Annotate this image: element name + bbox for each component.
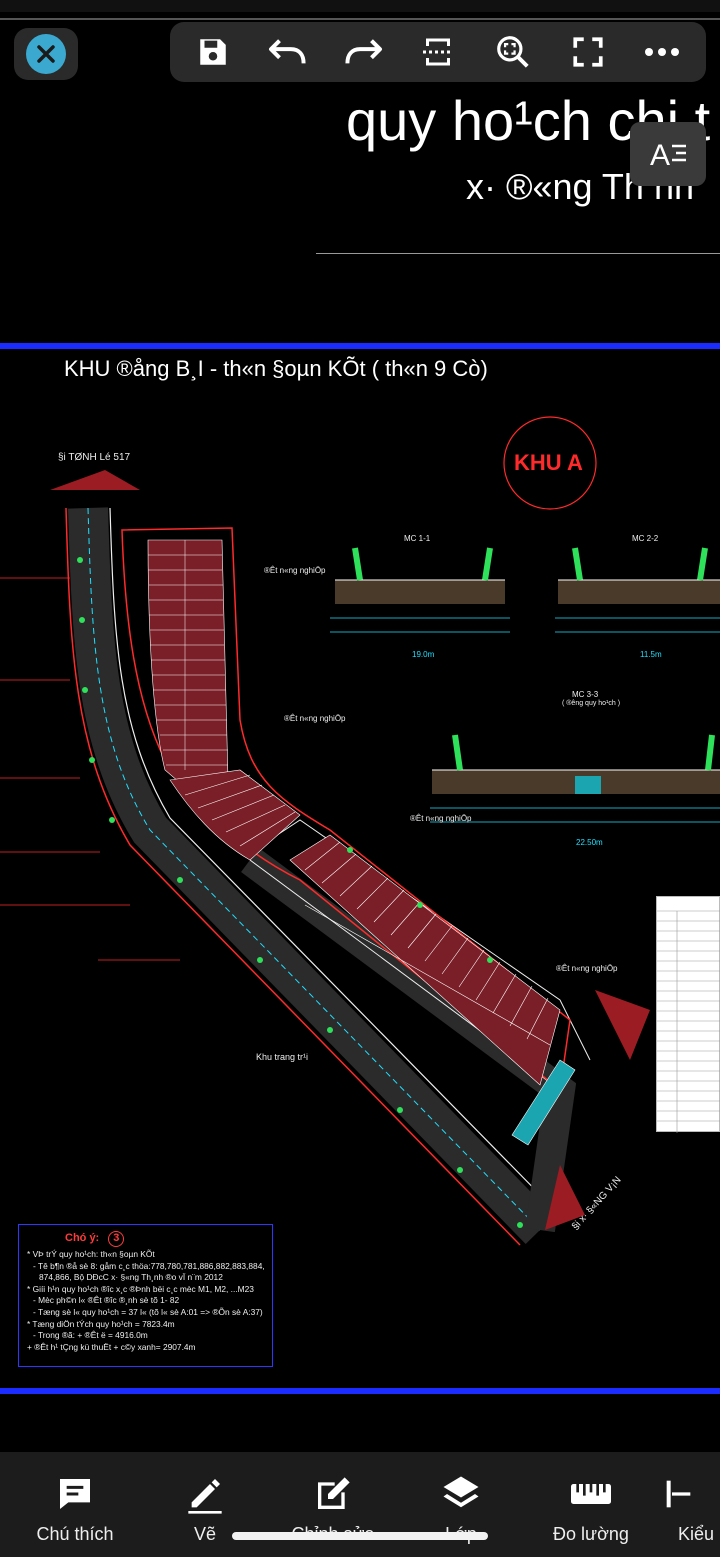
notes-line: - Tæng sè l« quy ho¹ch = 37 l« (tõ l« sè… — [33, 1306, 263, 1317]
farmland-label-2: ®Êt n«ng nghiÖp — [284, 714, 346, 723]
notes-line: - Mèc ph©n l« ®Êt ®­îc ®¸nh sè tõ 1- 82 — [33, 1295, 180, 1306]
cad-drawing — [0, 416, 720, 1246]
cross-section-2 — [555, 547, 720, 633]
redo-icon — [345, 39, 383, 64]
notes-line: * Giíi h¹n quy ho¹ch ®­îc x¸c ®Þnh bëi c… — [27, 1283, 254, 1294]
cross-section-3 — [430, 734, 720, 823]
lots-block-middle — [169, 769, 301, 861]
lots-block-north — [147, 539, 229, 801]
coordinate-table-grid — [657, 910, 720, 1133]
fullscreen-icon — [573, 37, 603, 67]
comment-icon — [53, 1472, 97, 1516]
section-caption-3: ( ®­êng quy ho¹ch ) — [562, 700, 621, 707]
notes-line: * Tæng diÖn tÝch quy ho¹ch = 7823.4m — [27, 1318, 175, 1329]
more-dots-icon — [645, 48, 680, 56]
undo-icon — [269, 39, 306, 64]
frame-border-top — [0, 343, 720, 349]
annotation-leaders — [0, 577, 180, 961]
notes-header: Chó ý: 3 — [65, 1231, 264, 1247]
fit-width-icon — [422, 38, 453, 66]
save-icon — [200, 39, 227, 65]
zone-circle — [503, 416, 597, 510]
road-arrow-east — [595, 990, 650, 1060]
edit-icon — [311, 1472, 355, 1516]
road-label-top: §i TØNH Lé 517 — [58, 452, 131, 463]
tree-markers — [77, 557, 523, 1228]
top-divider — [0, 18, 720, 20]
section-label-2: MC 2-2 — [632, 534, 659, 543]
road-arrow-south — [545, 1165, 585, 1230]
notes-line: * VÞ trÝ quy ho¹ch: th«n §oµn KÕt — [27, 1249, 155, 1259]
top-toolbar — [170, 22, 706, 82]
zoom-icon — [496, 36, 529, 68]
farmland-label-4: ®Êt n«ng nghiÖp — [556, 964, 618, 973]
draw-button[interactable]: Vẽ — [150, 1472, 260, 1545]
fullscreen-button[interactable] — [562, 26, 614, 78]
notes-line: + ®Êt h¹ tÇng kü thuËt + c©y xanh= 2907.… — [27, 1341, 196, 1352]
svg-text:A: A — [650, 139, 670, 170]
zone-label: KHU A — [514, 450, 583, 475]
pencil-icon — [183, 1472, 227, 1516]
annotate-button[interactable]: Chú thích — [20, 1472, 130, 1545]
section-total-3: 22.50m — [576, 838, 603, 847]
redo-button[interactable] — [337, 26, 389, 78]
section-total-2: 11.5m — [640, 650, 662, 659]
road-arrow-north — [50, 470, 140, 490]
more-button[interactable] — [636, 26, 688, 78]
section-label-3: MC 3-3 — [572, 690, 599, 699]
plan-subtitle: KHU ®ång B¸I - th«n §oµn KÕt ( th«n 9 Cò… — [64, 356, 488, 381]
notes-number: 3 — [108, 1231, 125, 1247]
text-reflow-icon: A — [650, 139, 686, 170]
main-road — [65, 507, 561, 1246]
section-total-1: 19.0m — [412, 650, 435, 659]
close-button[interactable] — [14, 28, 78, 80]
coordinate-table — [656, 896, 720, 1133]
farm-label: Khu trang tr¹i — [256, 1052, 309, 1062]
crop-button[interactable] — [412, 26, 464, 78]
notes-line: - Tê b¶n ®å sè 8: gåm c¸c thöa:778,780,7… — [33, 1260, 264, 1271]
notes-box: Chó ý: 3 * VÞ trÝ quy ho¹ch: th«n §oµn K… — [18, 1224, 273, 1367]
style-icon — [662, 1472, 706, 1516]
cross-section-1 — [330, 547, 510, 633]
notes-line: 874,866, Bộ DĐcC x· §«ng Th¸nh ®o vÏ n¨m… — [39, 1272, 223, 1283]
bottom-toolbar: Chú thích Vẽ Chỉnh sửa Lớp Đo lường Kiểu — [0, 1452, 720, 1557]
frame-border-bottom — [0, 1388, 720, 1394]
zoom-button[interactable] — [487, 26, 539, 78]
title-underline — [316, 253, 720, 254]
layers-icon — [439, 1472, 483, 1516]
lots-block-south — [289, 834, 561, 1086]
green-strip — [511, 1059, 576, 1146]
undo-button[interactable] — [262, 26, 314, 78]
reader-mode-button[interactable]: A — [630, 122, 706, 186]
ruler-icon — [569, 1472, 613, 1516]
section-label-1: MC 1-1 — [404, 534, 431, 543]
home-indicator[interactable] — [232, 1532, 488, 1540]
notes-line: - Trong ®ã: + ®Êt ë = 4916.0m — [33, 1330, 148, 1341]
status-strip — [0, 0, 720, 12]
measure-button[interactable]: Đo lường — [536, 1472, 646, 1545]
farmland-label-1: ®Êt n«ng nghiÖp — [264, 566, 326, 575]
style-button[interactable]: Kiểu — [662, 1472, 720, 1545]
save-button[interactable] — [187, 26, 239, 78]
close-icon — [26, 34, 66, 74]
farmland-label-3: ®Êt n«ng nghiÖp — [410, 814, 472, 823]
